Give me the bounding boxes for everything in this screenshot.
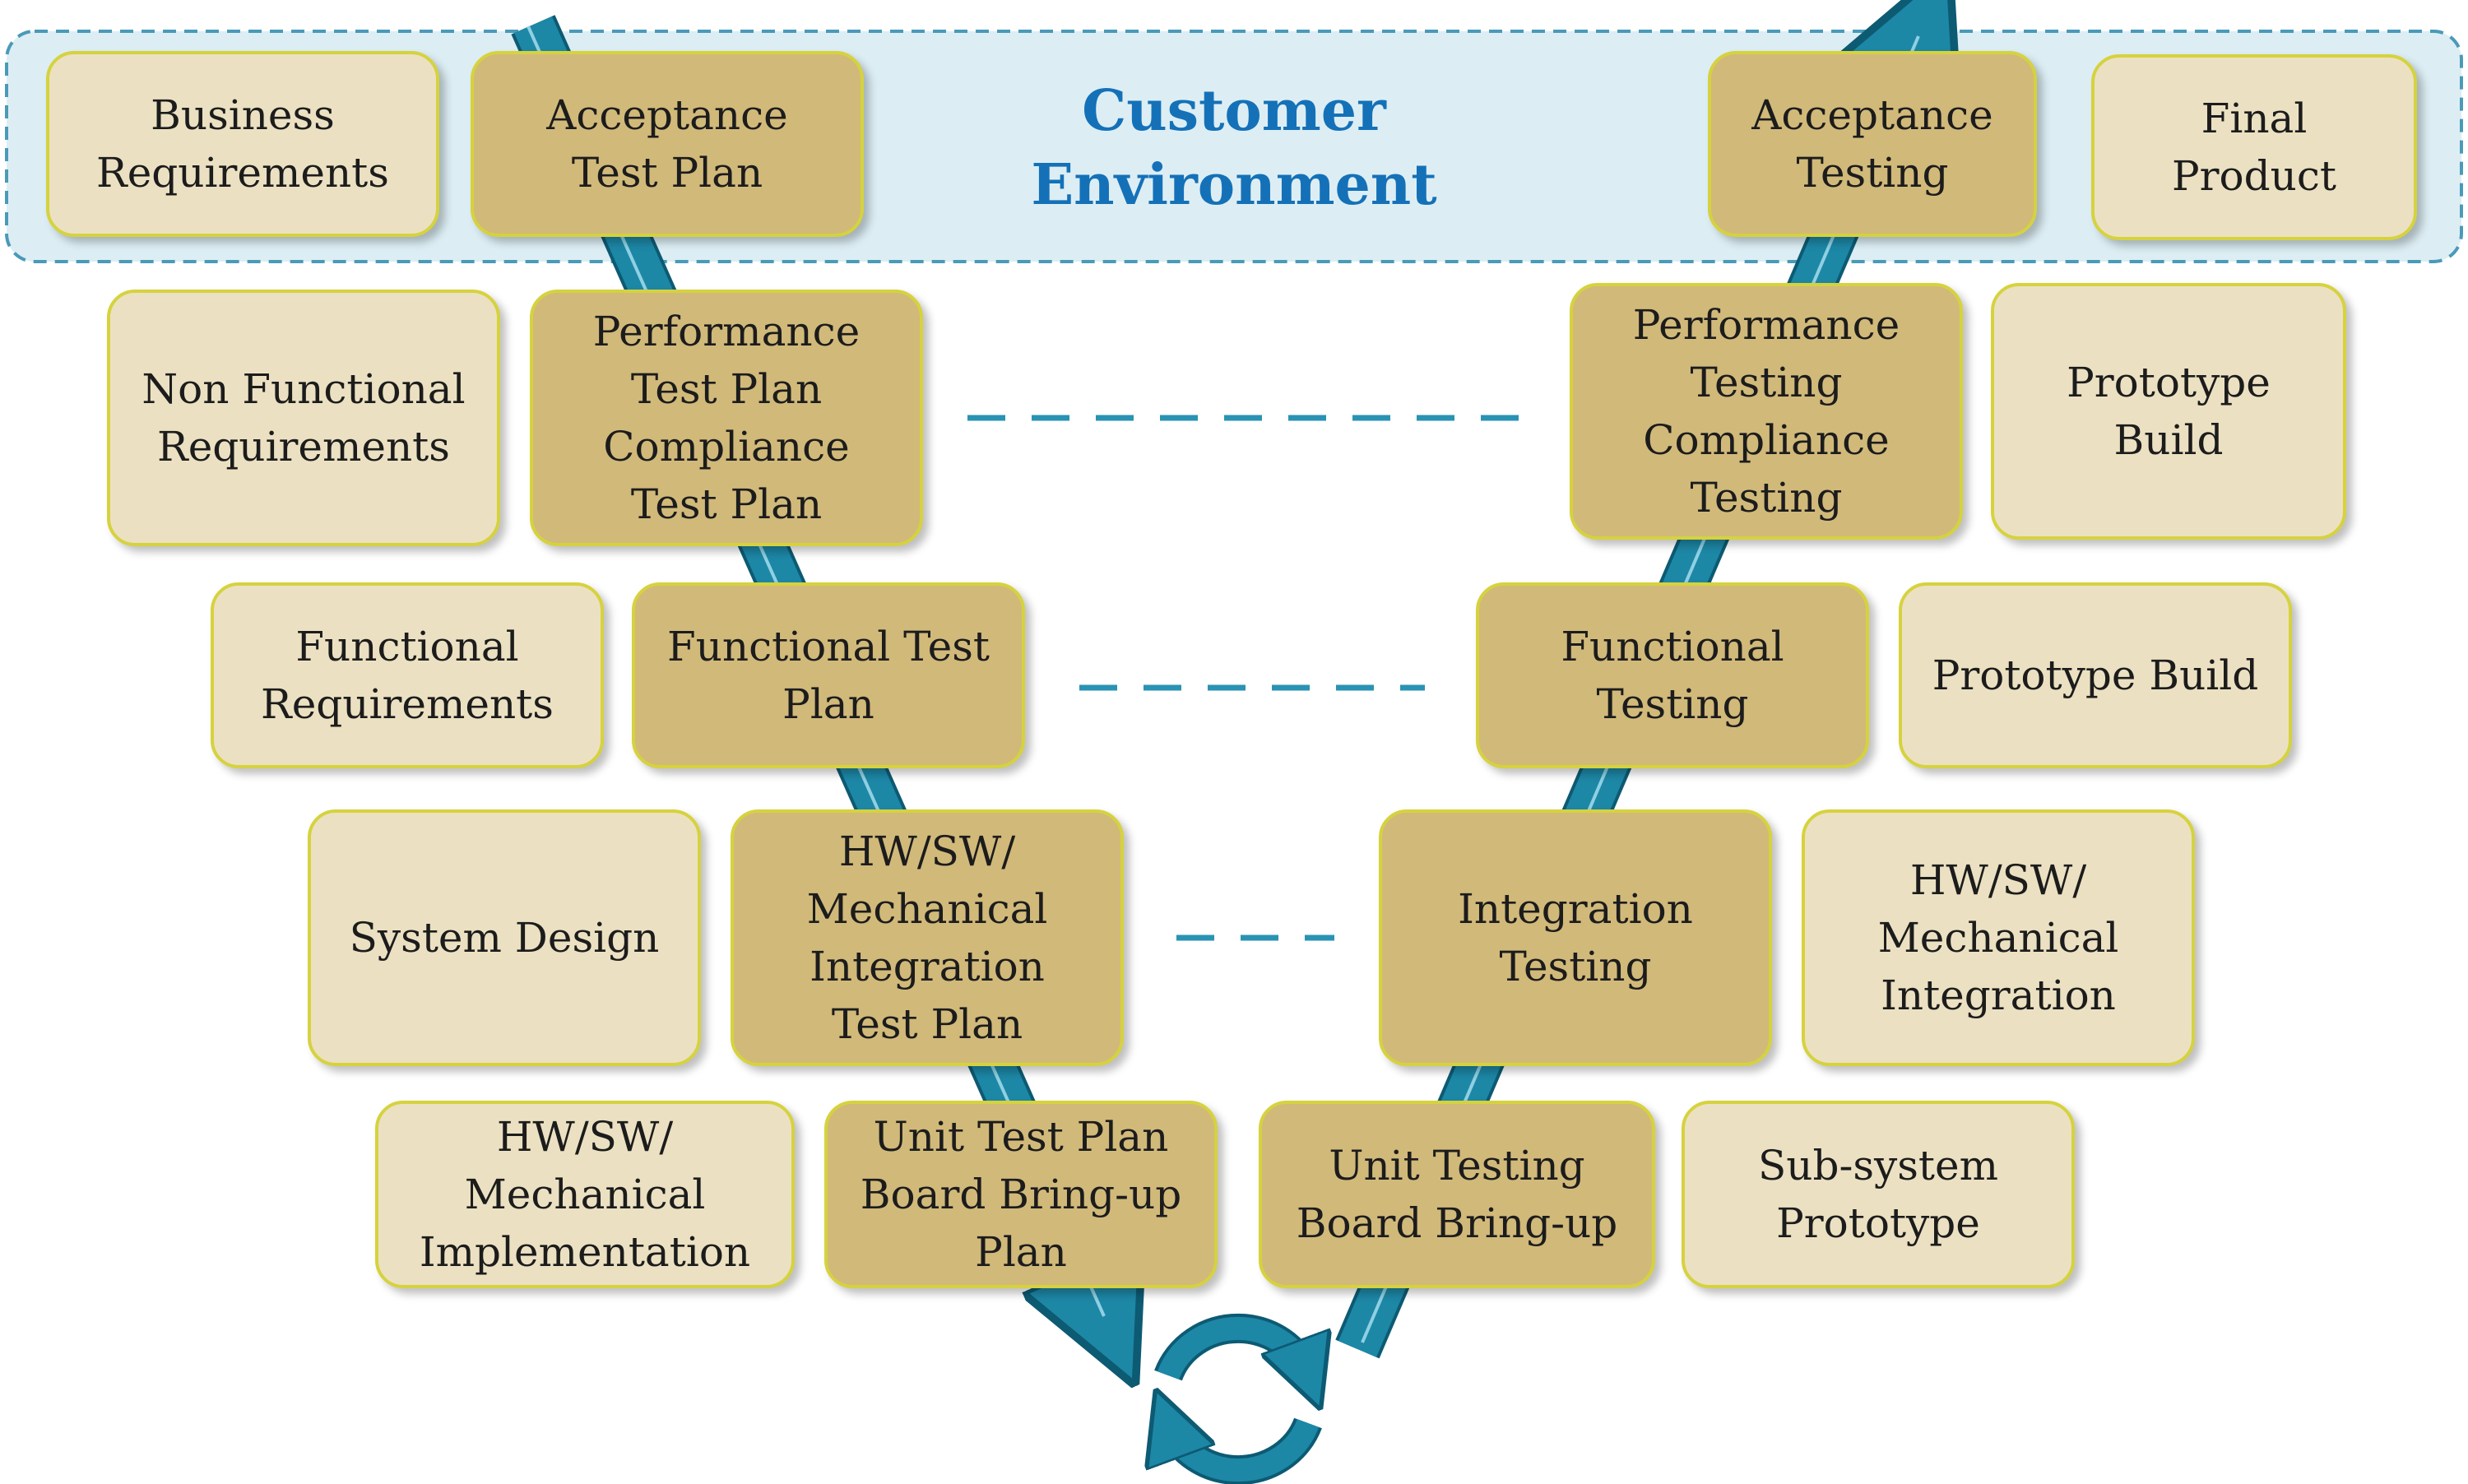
cycle-arrow-top-inner xyxy=(1157,1317,1308,1375)
system-design-box: System Design xyxy=(308,809,701,1066)
functional-requirements-box: Functional Requirements xyxy=(211,582,604,768)
acceptance-testing-box: Acceptance Testing xyxy=(1708,51,2037,237)
implementation-box: HW/SW/ Mechanical Implementation xyxy=(375,1101,795,1288)
integration-testing-box: Integration Testing xyxy=(1379,809,1772,1066)
business-requirements-box: Business Requirements xyxy=(46,51,439,237)
performance-compliance-testing-box: Performance Testing Compliance Testing xyxy=(1570,283,1963,540)
prototype-build-top-box: Prototype Build xyxy=(1991,283,2346,540)
functional-test-plan-box: Functional Test Plan xyxy=(632,582,1025,768)
sub-system-prototype-box: Sub-system Prototype xyxy=(1682,1101,2075,1288)
unit-test-plan-box: Unit Test Plan Board Bring-up Plan xyxy=(824,1101,1218,1288)
customer-environment-title: Customer Environment xyxy=(1031,78,1437,218)
hw-sw-mechanical-integration-box: HW/SW/ Mechanical Integration xyxy=(1802,809,2195,1066)
functional-testing-box: Functional Testing xyxy=(1476,582,1869,768)
unit-testing-box: Unit Testing Board Bring-up xyxy=(1259,1101,1655,1288)
non-functional-requirements-box: Non Functional Requirements xyxy=(107,290,500,546)
cycle-arrow-bottom-inner xyxy=(1168,1423,1320,1482)
prototype-build-box: Prototype Build xyxy=(1899,582,2292,768)
acceptance-test-plan-box: Acceptance Test Plan xyxy=(471,51,864,237)
integration-test-plan-box: HW/SW/ Mechanical Integration Test Plan xyxy=(731,809,1124,1066)
performance-compliance-test-plan-box: Performance Test Plan Compliance Test Pl… xyxy=(530,290,923,546)
final-product-box: Final Product xyxy=(2091,54,2417,240)
